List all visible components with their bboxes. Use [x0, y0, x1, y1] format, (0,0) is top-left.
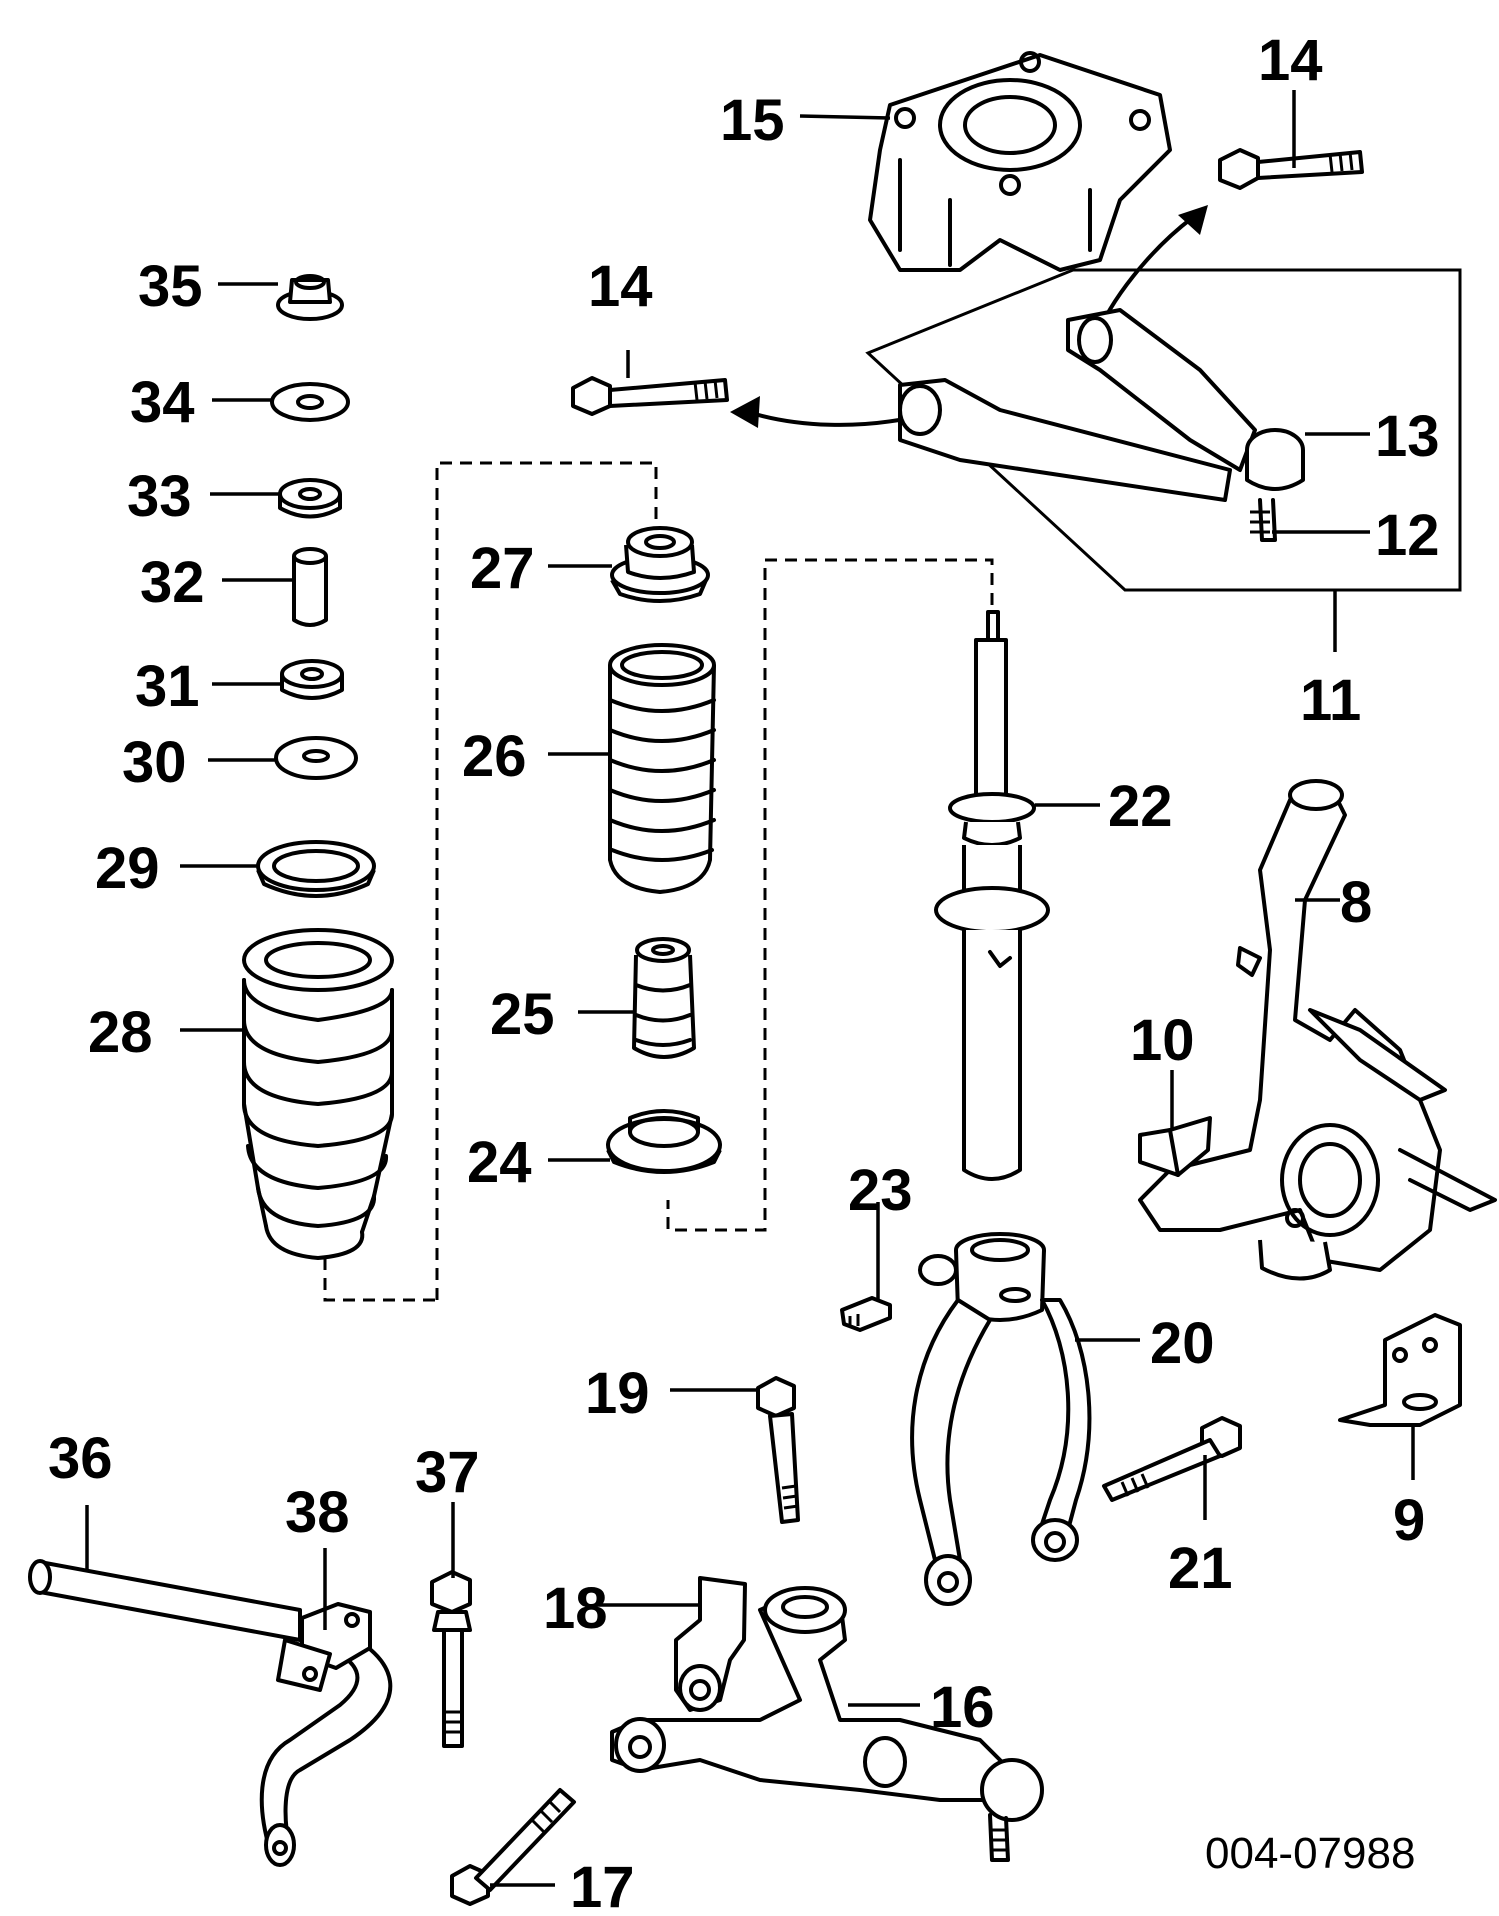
- cam-bracket-part-18: [674, 1576, 747, 1712]
- callout-38: 38: [285, 1480, 350, 1545]
- callout-37: 37: [415, 1440, 480, 1505]
- ball-joint-stud: [1250, 510, 1270, 534]
- callout-31: 31: [135, 654, 200, 719]
- arrow-head-left: [730, 396, 760, 428]
- bolt-part-21: [1102, 1416, 1242, 1502]
- callout-29: 29: [95, 836, 160, 901]
- diagram-reference-number: 004-07988: [1205, 1829, 1415, 1878]
- callout-34: 34: [130, 370, 195, 435]
- bushing-part-31: [280, 659, 344, 700]
- callout-35: 35: [138, 254, 203, 319]
- callout-12: 12: [1375, 503, 1440, 568]
- bolt-part-14-left: [571, 376, 729, 416]
- callout-13: 13: [1375, 404, 1440, 469]
- leader-lines: [85, 90, 1415, 1887]
- callout-27: 27: [470, 536, 535, 601]
- coil-spring-part-28: [242, 928, 394, 1260]
- callout-15: 15: [720, 88, 785, 153]
- strut-group-bracket: [666, 558, 994, 1232]
- bushing-bracket-part-38: [276, 1602, 372, 1692]
- bracket-part-9: [1338, 1313, 1462, 1427]
- callout-18: 18: [543, 1576, 608, 1641]
- callout-17: 17: [570, 1855, 635, 1916]
- bolt-part-23: [840, 1296, 892, 1332]
- bump-stop-cap-part-27: [610, 526, 710, 603]
- callout-11: 11: [1300, 668, 1361, 733]
- callout-10: 10: [1130, 1008, 1195, 1073]
- dust-boot-part-26: [608, 643, 716, 894]
- callout-36: 36: [48, 1426, 113, 1491]
- stabilizer-bar-part-36: [28, 1559, 393, 1867]
- callout-16: 16: [930, 1675, 995, 1740]
- callout-14-upper: 14: [1258, 28, 1323, 93]
- arrow-head-upper: [1178, 205, 1208, 235]
- callout-9: 9: [1393, 1488, 1425, 1553]
- callout-24: 24: [467, 1130, 532, 1195]
- steering-knuckle-part-8: [1138, 779, 1497, 1281]
- washer-part-30: [274, 736, 358, 780]
- callout-8: 8: [1340, 870, 1372, 935]
- shock-strut-part-22: [934, 610, 1050, 1181]
- callout-14-left: 14: [588, 254, 653, 319]
- callout-32: 32: [140, 550, 205, 615]
- callout-19: 19: [585, 1361, 650, 1426]
- bolt-part-37: [430, 1570, 472, 1748]
- arrow-to-left-bolt: [746, 410, 912, 427]
- lower-control-arm-part-16: [610, 1586, 1044, 1862]
- callout-25: 25: [490, 982, 555, 1047]
- washer-part-34: [270, 382, 350, 422]
- callout-28: 28: [88, 1000, 153, 1065]
- upper-knuckle-part: [868, 51, 1172, 272]
- bolt-part-17: [450, 1788, 576, 1906]
- bushing-part-33: [278, 478, 342, 519]
- callout-26: 26: [462, 724, 527, 789]
- sleeve-part-32: [292, 547, 328, 627]
- jounce-bumper-part-25: [632, 937, 696, 1059]
- nut-part-35: [276, 274, 344, 321]
- callout-33: 33: [127, 464, 192, 529]
- spring-bottom-bracket: [323, 1258, 437, 1302]
- shield-part-10: [1138, 1116, 1212, 1177]
- callout-23: 23: [848, 1158, 913, 1223]
- bolt-part-14-upper: [1218, 148, 1364, 190]
- callout-20: 20: [1150, 1311, 1215, 1376]
- upper-control-arm-part: [898, 308, 1305, 542]
- shock-fork-part-20: [910, 1232, 1092, 1606]
- spring-isolator-part-24: [606, 1109, 722, 1174]
- callout-30: 30: [122, 730, 187, 795]
- bolt-part-19: [756, 1376, 800, 1524]
- callout-21: 21: [1168, 1536, 1233, 1601]
- spring-seat-part-29: [256, 840, 376, 898]
- spring-group-bracket: [435, 461, 658, 1300]
- upper-arm-assembly-box: [865, 268, 1462, 592]
- callout-22: 22: [1108, 774, 1173, 839]
